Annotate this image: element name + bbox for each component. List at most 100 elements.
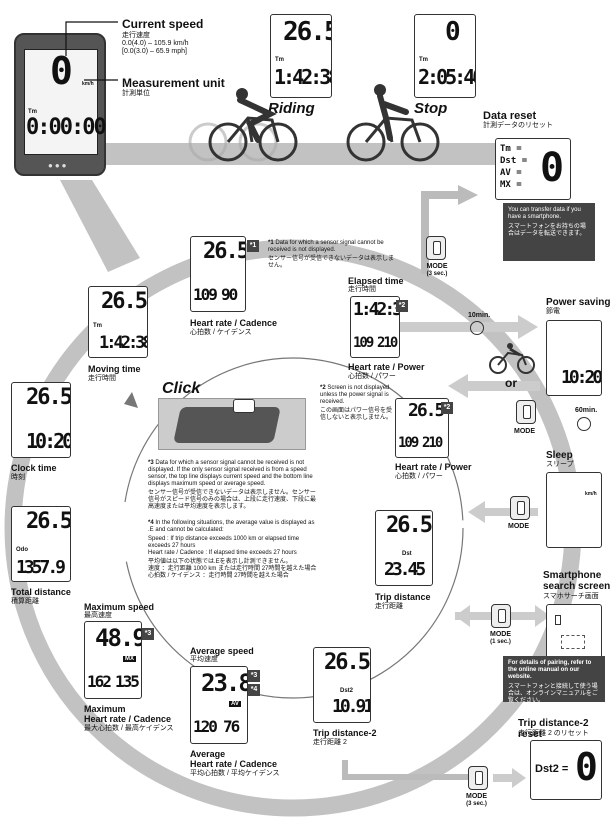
heart-power-top-title: Heart rate / Power	[348, 362, 425, 372]
riding-label: Riding	[268, 100, 315, 117]
timer-icon-60min	[577, 417, 591, 431]
elapsed-hr: 109	[353, 335, 374, 351]
heart-power-screen: 26.5 109 210	[395, 398, 449, 458]
heart-power-pw: 210	[422, 435, 443, 451]
note-2: *2 Screen is not displayed unless the po…	[320, 385, 396, 422]
elapsed-time: 1:42:38	[353, 299, 399, 320]
badge-heart-cadence: *1	[247, 240, 259, 252]
smartphone-note-en: For details of pairing, refer to the onl…	[508, 660, 592, 680]
stop-label: Stop	[414, 100, 448, 117]
smartphone-title2: search screen	[543, 581, 611, 592]
badge-heart-power: *2	[441, 402, 453, 414]
measurement-unit-title: Measurement unit	[122, 76, 225, 90]
trip2-value: 10.91	[332, 696, 371, 717]
clock-time: 10:20	[26, 429, 71, 453]
current-speed-callout: Current speed 走行速度 0.0(4.0) – 105.9 km/h…	[122, 17, 203, 56]
trip2-reset-eq: =	[561, 763, 569, 775]
max-hr: 162	[87, 672, 112, 691]
max-cad: 135	[115, 672, 140, 691]
heart-cadence-cad: 90	[221, 285, 238, 304]
current-speed-range-mph: [0.0(3.0) – 65.9 mph]	[122, 48, 187, 55]
riding-tm: Tm	[275, 57, 284, 63]
elapsed-title: Elapsed time	[348, 276, 404, 286]
cyclist-illustrations	[188, 84, 440, 162]
riding-screen: 26.5 Tm 1:42:38	[270, 14, 332, 98]
max-ja: 最高速度	[84, 612, 112, 619]
data-reset-note: You can transfer data if you have a smar…	[503, 203, 595, 261]
max-screen: 48.9 MX 162 135	[84, 621, 142, 699]
note-3-mark: *3	[148, 460, 154, 466]
note-4-mark: *4	[148, 520, 154, 526]
smartphone-note: For details of pairing, refer to the onl…	[503, 656, 605, 704]
total-speed: 26.5	[26, 509, 71, 534]
heart-cadence-speed: 26.5	[203, 239, 246, 264]
main-device: 0 km/h Tm 0:00:00 ●●●	[14, 33, 107, 176]
note-4-ja-head: 平均値は以下の状態では.Eを表示し計測できません。	[148, 559, 292, 565]
mode-button-trip2[interactable]	[468, 766, 488, 790]
note-3-en: Data for which a sensor signal cannot be…	[148, 460, 313, 487]
heart-cadence-title: Heart rate / Cadence	[190, 318, 278, 328]
mode-button-smartphone[interactable]	[491, 604, 511, 628]
mode-label-reset: MODE(3 sec.)	[426, 263, 448, 277]
riding-time: 1:42:38	[274, 65, 332, 89]
search-placeholder-box	[561, 635, 585, 649]
total-odo-label: Odo	[16, 547, 28, 553]
avg-ja2: 平均心拍数 / 平均ケイデンス	[190, 770, 280, 777]
trip-value: 23.45	[384, 559, 426, 580]
click-device-illustration	[158, 398, 306, 450]
mode-button-sleep[interactable]	[510, 496, 530, 520]
note-1-en: Data for which a sensor signal cannot be…	[268, 240, 384, 253]
note-4-ja-row-speed-v: ：走行距離 1000 km または走行時間 27時間を越えた場合	[161, 566, 317, 572]
current-speed-ja: 走行速度	[122, 32, 150, 39]
smartphone-ja: スマホサーチ画面	[543, 593, 599, 600]
mode-button-power[interactable]	[516, 400, 536, 424]
trip-title: Trip distance	[375, 592, 431, 602]
current-speed-range-kmh: 0.0(4.0) – 105.9 km/h	[122, 40, 189, 47]
note-4-row-speed-v: : If trip distance exceeds 1000 km or el…	[148, 536, 300, 549]
data-reset-note-ja: スマートフォンをお持ちの場合はデータを転送できます。	[508, 224, 586, 237]
trip-speed: 26.5	[386, 513, 432, 538]
moving-ja: 走行時間	[88, 375, 116, 382]
moving-speed: 26.5	[101, 289, 147, 314]
avg-title2: Average	[190, 749, 226, 759]
badge-avg-4: *4	[248, 684, 260, 696]
riding-speed: 26.5	[283, 17, 331, 47]
device-buttons: ●●●	[48, 161, 69, 170]
avg-speed: 23.8	[201, 669, 248, 697]
max-speed: 48.9	[95, 624, 142, 652]
trip2-dst-label: Dst2	[340, 688, 354, 694]
note-4-en: In the following situations, the average…	[148, 520, 315, 533]
power-saving-screen: 10:20	[546, 320, 602, 396]
badge-avg-3: *3	[248, 670, 260, 682]
note-1: *1 Data for which a sensor signal cannot…	[268, 240, 398, 270]
mode-label-smartphone: MODE(1 sec.)	[490, 631, 511, 645]
note-4-row-hr-k: Heart rate / Cadence	[148, 550, 204, 556]
data-reset-screen: Tm = Dst = AV = MX = 0	[495, 138, 571, 200]
measurement-unit-ja: 計測単位	[122, 90, 150, 97]
clock-screen: 26.5 10:20	[11, 382, 71, 458]
smartphone-note-ja: スマートフォンと接続して使う場合は、オンラインマニュアルをご覧ください。	[508, 684, 598, 704]
total-ja: 積算距離	[11, 598, 39, 605]
smartphone-screen	[546, 604, 602, 662]
max-title: Maximum speed	[84, 602, 155, 612]
total-title: Total distance	[11, 587, 71, 597]
data-reset-value: 0	[540, 145, 564, 191]
note-4-ja-row-hr-k: 心拍数 / ケイデンス	[148, 573, 201, 579]
trip-dst-label: Dst	[402, 551, 412, 557]
mode-button-reset[interactable]	[426, 236, 446, 260]
data-reset-ja: 計測データのリセット	[483, 122, 553, 129]
note-4-ja-row-hr-v: ：走行時間 27時間を越えた場合	[202, 573, 289, 579]
moving-tm: Tm	[93, 323, 102, 329]
cyclist-small-icon	[489, 343, 535, 374]
note-1-mark: *1	[268, 240, 274, 246]
note-1-ja: センサー信号が受信できないデータは表示しません。	[268, 256, 395, 269]
total-screen: 26.5 Odo 1357.9	[11, 506, 71, 582]
avg-av-badge: AV	[229, 701, 241, 707]
avg-title2b: Heart rate / Cadence	[190, 759, 278, 769]
elapsed-pw: 210	[377, 335, 398, 351]
trip2-reset-title: Trip distance-2 reset	[518, 718, 589, 740]
data-reset-labels: Tm = Dst = AV = MX =	[500, 144, 528, 190]
power-saving-10min: 10min.	[468, 312, 491, 319]
heart-cadence-ja: 心拍数 / ケイデンス	[190, 329, 252, 336]
data-reset-title: Data reset	[483, 110, 537, 122]
